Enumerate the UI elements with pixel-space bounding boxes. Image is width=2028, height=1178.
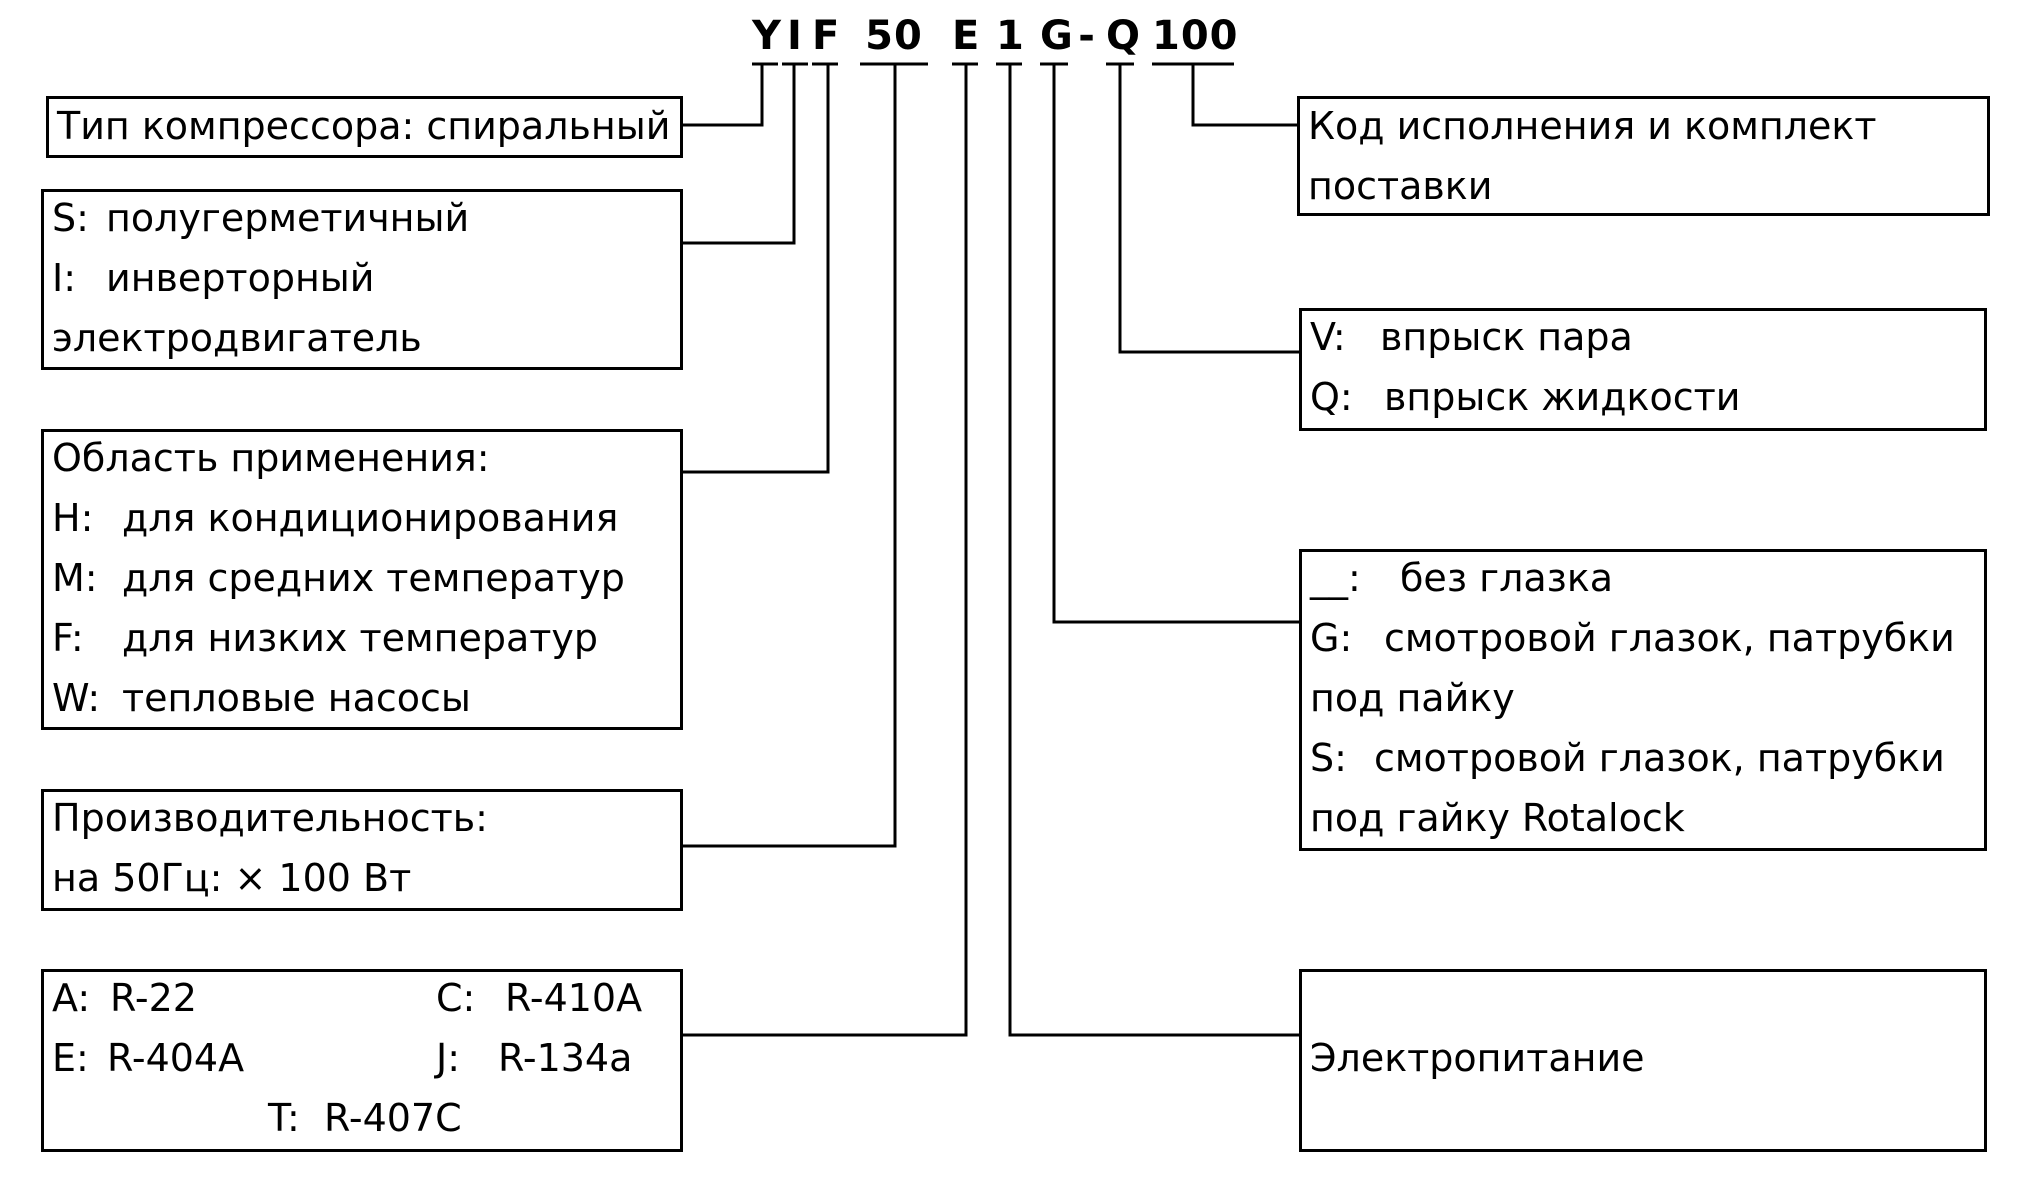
- code-char-capacity: 50: [865, 13, 923, 59]
- sightglass-label: под пайку: [1310, 676, 1515, 720]
- application-box: Область применения: H: для кондиционирова…: [41, 429, 683, 730]
- version-box: Код исполнения и комплект поставки: [1297, 96, 1990, 216]
- connector-sightglass: [1052, 64, 1302, 624]
- sightglass-row-s-cont: под гайку Rotalock: [1310, 788, 1685, 848]
- refrigerant-label: R-407C: [324, 1096, 462, 1140]
- refrigerant-key: J:: [436, 1036, 461, 1080]
- application-label: для кондиционирования: [122, 496, 619, 540]
- design-label: электродвигатель: [52, 316, 422, 360]
- refrigerant-box: A: R-22 C: R-410A E: R-404A J: R-134a T: R-40…: [41, 969, 683, 1152]
- power-box: Электропитание: [1299, 969, 1987, 1152]
- code-char-e: E: [952, 13, 981, 59]
- code-char-q: Q: [1106, 13, 1142, 59]
- application-label: тепловые насосы: [122, 676, 471, 720]
- code-char-f: F: [812, 13, 841, 59]
- code-char-i: I: [787, 13, 803, 59]
- injection-key: Q:: [1310, 375, 1353, 419]
- sightglass-label: под гайку Rotalock: [1310, 796, 1685, 840]
- refrigerant-item-t: T: R-407C: [268, 1088, 462, 1148]
- connector-capacity: [683, 64, 897, 848]
- refrigerant-label: R-134a: [498, 1036, 633, 1080]
- injection-label: впрыск пара: [1380, 315, 1633, 359]
- sightglass-key: __:: [1310, 556, 1361, 600]
- injection-row-v: V: впрыск пара: [1310, 307, 1633, 367]
- injection-box: V: впрыск пара Q: впрыск жидкости: [1299, 308, 1987, 431]
- sightglass-label: смотровой глазок, патрубки: [1384, 616, 1955, 660]
- type-box: Тип компрессора: спиральный: [46, 96, 683, 158]
- injection-label: впрыск жидкости: [1384, 375, 1741, 419]
- capacity-heading: Производительность:: [52, 796, 488, 840]
- application-key: F:: [52, 616, 84, 660]
- design-box: S: полугерметичный I: инверторный электрод…: [41, 189, 683, 370]
- refrigerant-item-j: J: R-134a: [436, 1028, 632, 1088]
- design-row-i: I: инверторный: [52, 248, 375, 308]
- injection-key: V:: [1310, 315, 1346, 359]
- application-key: W:: [52, 676, 101, 720]
- refrigerant-label: R-410A: [505, 976, 643, 1020]
- type-text: Тип компрессора: спиральный: [57, 104, 671, 148]
- sightglass-row-g: G: смотровой глазок, патрубки: [1310, 608, 1955, 668]
- code-char-g: G: [1040, 13, 1074, 59]
- refrigerant-label: R-404A: [107, 1036, 245, 1080]
- refrigerant-item-c: C: R-410A: [436, 968, 642, 1028]
- sightglass-label: смотровой глазок, патрубки: [1374, 736, 1945, 780]
- sightglass-row-s: S: смотровой глазок, патрубки: [1310, 728, 1945, 788]
- application-row-f: F: для низких температур: [52, 608, 598, 668]
- refrigerant-key: A:: [52, 976, 91, 1020]
- capacity-text: на 50Гц: × 100 Вт: [52, 856, 412, 900]
- application-label: для низких температур: [122, 616, 599, 660]
- application-label: для средних температур: [122, 556, 625, 600]
- refrigerant-key: C:: [436, 976, 476, 1020]
- capacity-box: Производительность: на 50Гц: × 100 Вт: [41, 789, 683, 911]
- code-char-version: 100: [1152, 13, 1239, 59]
- sightglass-box: __: без глазка G: смотровой глазок, патруб…: [1299, 549, 1987, 851]
- version-text-1: Код исполнения и комплект: [1308, 104, 1877, 148]
- application-row-h: H: для кондиционирования: [52, 488, 618, 548]
- sightglass-key: G:: [1310, 616, 1353, 660]
- power-text: Электропитание: [1310, 1036, 1645, 1080]
- refrigerant-key: E:: [52, 1036, 89, 1080]
- design-label: инверторный: [106, 256, 375, 300]
- connector-injection: [1118, 64, 1302, 354]
- application-key: M:: [52, 556, 98, 600]
- refrigerant-item-e: E: R-404A: [52, 1028, 244, 1088]
- connector-power: [1008, 64, 1300, 1037]
- connector-type: [683, 64, 764, 127]
- sightglass-row-none: __: без глазка: [1310, 548, 1613, 608]
- application-key: H:: [52, 496, 94, 540]
- refrigerant-key: T:: [268, 1096, 300, 1140]
- sightglass-key: S:: [1310, 736, 1347, 780]
- connector-version: [1191, 64, 1300, 127]
- application-row-w: W: тепловые насосы: [52, 668, 471, 728]
- code-char-dash: -: [1078, 13, 1096, 59]
- design-row-s: S: полугерметичный: [52, 188, 469, 248]
- connector-application: [683, 64, 830, 474]
- version-text-2: поставки: [1308, 164, 1493, 208]
- code-char-y: Y: [752, 13, 782, 59]
- design-label: полугерметичный: [106, 196, 470, 240]
- sightglass-row-g-cont: под пайку: [1310, 668, 1515, 728]
- code-char-1: 1: [996, 13, 1025, 59]
- sightglass-label: без глазка: [1400, 556, 1614, 600]
- connector-refrigerant: [683, 64, 968, 1037]
- connector-design: [683, 64, 796, 245]
- injection-row-q: Q: впрыск жидкости: [1310, 367, 1740, 427]
- design-key: S:: [52, 196, 89, 240]
- design-row-motor: электродвигатель: [52, 308, 422, 368]
- application-row-m: M: для средних температур: [52, 548, 625, 608]
- application-heading: Область применения:: [52, 436, 490, 480]
- refrigerant-item-a: A: R-22: [52, 968, 197, 1028]
- refrigerant-label: R-22: [110, 976, 197, 1020]
- design-key: I:: [52, 256, 77, 300]
